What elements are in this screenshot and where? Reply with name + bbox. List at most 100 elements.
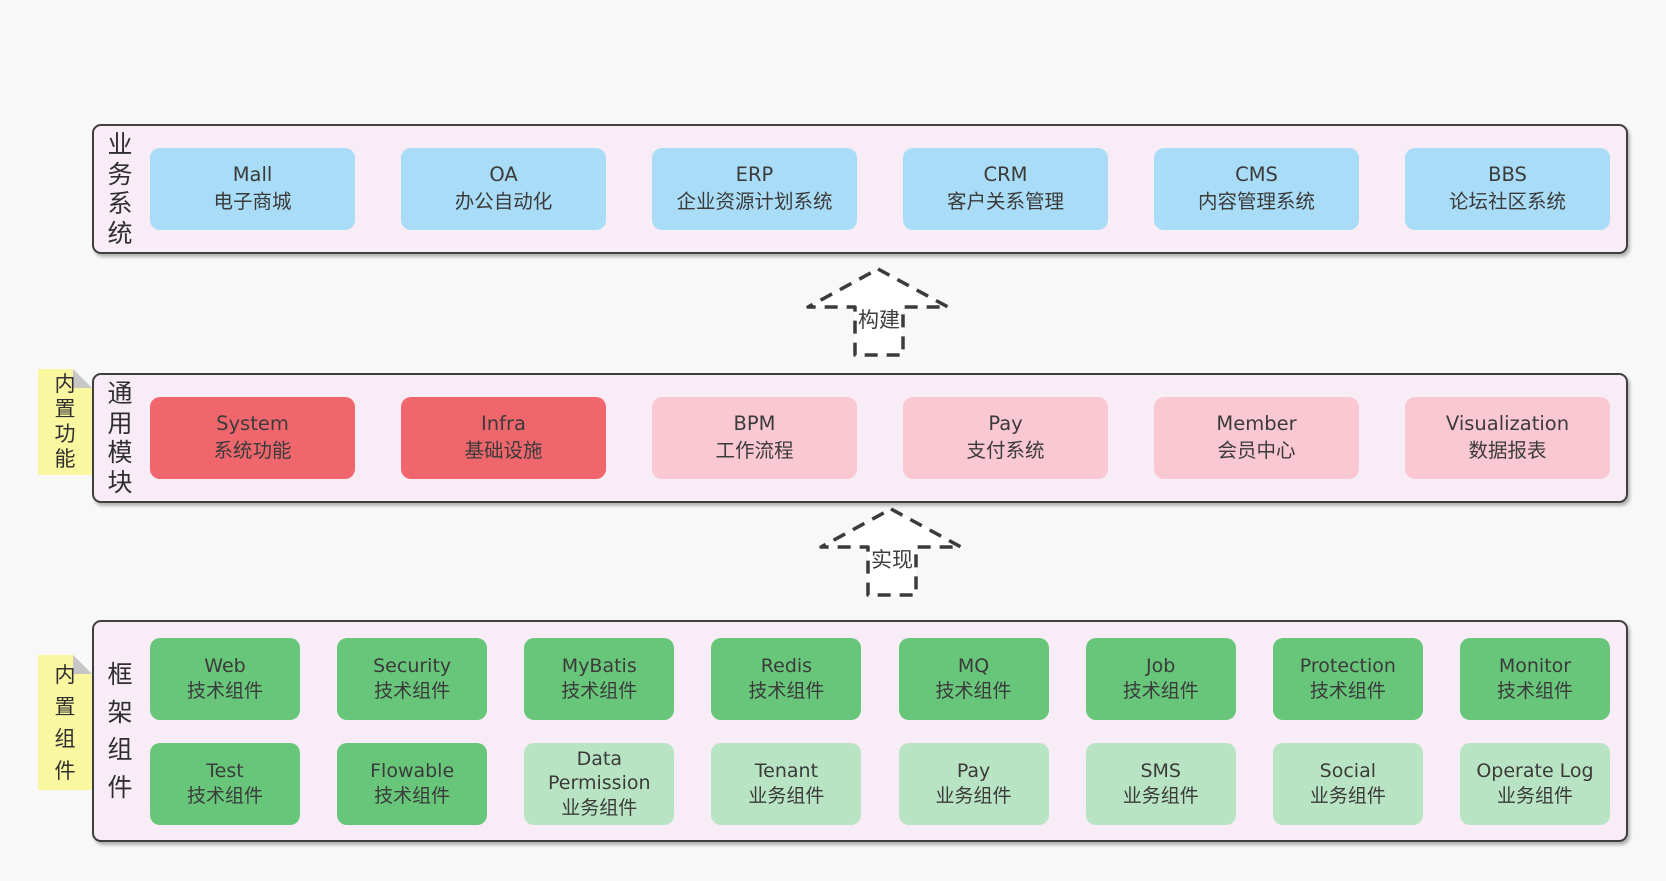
box-subtitle: 业务组件 — [748, 784, 825, 807]
box-title: MQ — [957, 655, 990, 678]
folded-corner-icon — [73, 369, 92, 388]
box-title: System — [216, 412, 289, 436]
box-title: MyBatis — [561, 655, 637, 678]
box-title: Security — [373, 655, 452, 678]
box-subtitle: 内容管理系统 — [1197, 190, 1315, 213]
box-subtitle: 电子商城 — [213, 190, 292, 213]
box-title: BPM — [733, 412, 776, 436]
box-subtitle: 技术组件 — [561, 679, 638, 702]
box-subtitle: 技术组件 — [1122, 679, 1199, 702]
box-subtitle: 业务组件 — [935, 784, 1012, 807]
box-mall: Mall 电子商城 — [150, 148, 355, 230]
box-subtitle: 论坛社区系统 — [1448, 190, 1566, 213]
box-member: Member 会员中心 — [1154, 397, 1359, 479]
panel-label-common-modules: 通用模块 — [107, 379, 133, 497]
box-title: Job — [1146, 655, 1176, 678]
box-subtitle: 技术组件 — [186, 679, 263, 702]
box-title: OA — [489, 163, 518, 187]
box-title: Infra — [481, 412, 526, 436]
box-subtitle: 系统功能 — [213, 439, 292, 462]
build-arrow-label: 构建 — [858, 308, 900, 332]
box-subtitle: 业务组件 — [1309, 784, 1386, 807]
implement-arrow: 实现 — [819, 507, 963, 597]
box-subtitle: 客户关系管理 — [946, 190, 1064, 213]
box-title: Operate Log — [1476, 760, 1594, 783]
box-title: Pay — [988, 412, 1023, 436]
box-bpm: BPM 工作流程 — [652, 397, 857, 479]
box-infra: Infra 基础设施 — [401, 397, 606, 479]
box-erp: ERP 企业资源计划系统 — [652, 148, 857, 230]
box-subtitle: 业务组件 — [1496, 784, 1573, 807]
box-title: Member — [1216, 412, 1297, 436]
box-subtitle: 基础设施 — [464, 439, 543, 462]
box-subtitle: 企业资源计划系统 — [676, 190, 833, 213]
box-title: Web — [204, 655, 246, 678]
box-title: CMS — [1235, 163, 1278, 187]
box-visualization: Visualization 数据报表 — [1405, 397, 1610, 479]
box-subtitle: 工作流程 — [715, 439, 794, 462]
box-subtitle: 技术组件 — [1496, 679, 1573, 702]
box-subtitle: 会员中心 — [1217, 439, 1296, 462]
modules-boxes-row: System 系统功能 Infra 基础设施 BPM 工作流程 Pay 支付系统 Member 会… — [146, 375, 1626, 501]
box-title: BBS — [1488, 163, 1527, 187]
box-subtitle: 技术组件 — [374, 679, 451, 702]
box-subtitle: 业务组件 — [1122, 784, 1199, 807]
box-title: Mall — [232, 163, 273, 187]
box-subtitle: 技术组件 — [935, 679, 1012, 702]
box-bbs: BBS 论坛社区系统 — [1405, 148, 1610, 230]
box-title: ERP — [735, 163, 774, 187]
box-crm: CRM 客户关系管理 — [903, 148, 1108, 230]
box-cms: CMS 内容管理系统 — [1154, 148, 1359, 230]
box-title: Redis — [760, 655, 813, 678]
box-subtitle: 业务组件 — [561, 796, 638, 819]
box-subtitle: 技术组件 — [1309, 679, 1386, 702]
box-title: Pay — [956, 760, 991, 783]
sticky-builtin-components: 内置组件 — [38, 655, 92, 790]
folded-corner-icon — [73, 655, 92, 674]
box-title: Visualization — [1445, 412, 1570, 436]
box-system: System 系统功能 — [150, 397, 355, 479]
box-subtitle: 技术组件 — [186, 784, 263, 807]
build-arrow-shape — [806, 267, 950, 357]
panel-label-business-systems: 业务系统 — [107, 130, 133, 248]
build-arrow: 构建 — [806, 267, 950, 357]
box-title: CRM — [983, 163, 1028, 187]
sticky-paper — [38, 655, 92, 790]
sticky-builtin-features-label: 内置功能 — [54, 372, 76, 471]
box-subtitle: 数据报表 — [1468, 439, 1547, 462]
box-title: Social — [1319, 760, 1377, 783]
sticky-builtin-components-label: 内置组件 — [54, 662, 76, 783]
box-title: Monitor — [1498, 655, 1572, 678]
box-subtitle: 技术组件 — [748, 679, 825, 702]
sticky-builtin-features: 内置功能 — [38, 369, 92, 475]
box-subtitle: 支付系统 — [966, 439, 1045, 462]
implement-arrow-shape — [819, 507, 963, 597]
box-title: Test — [206, 760, 244, 783]
box-title: Data Permission — [548, 748, 651, 795]
implement-arrow-label: 实现 — [871, 548, 913, 572]
box-title: SMS — [1140, 760, 1181, 783]
panel-common-modules: 通用模块 System 系统功能 Infra 基础设施 BPM 工作流程 Pay 支付系统 Me… — [92, 373, 1628, 503]
box-pay: Pay 支付系统 — [903, 397, 1108, 479]
